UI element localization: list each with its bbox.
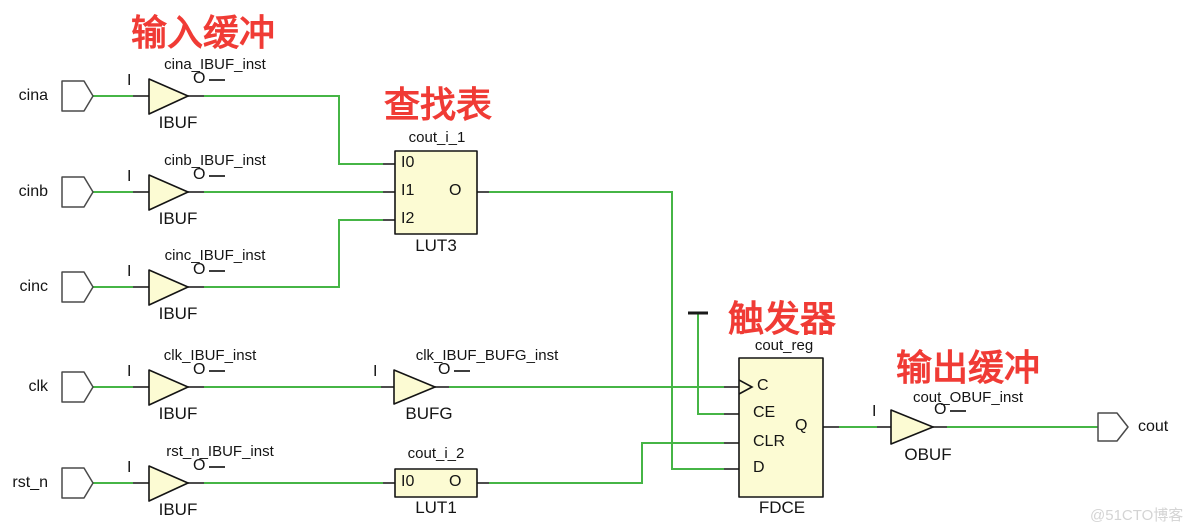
pin-o-leader <box>950 410 966 412</box>
port-shape-cina[interactable] <box>61 80 94 112</box>
type-label-lut1: LUT1 <box>415 498 457 517</box>
fdce-clock-marker <box>738 379 754 395</box>
pin-label-o: O <box>449 473 462 490</box>
port-label-cout: cout <box>1138 418 1169 435</box>
pin-label-o: O <box>449 182 462 199</box>
net-cina-ibuf-to-lut3-i0[interactable] <box>204 95 383 165</box>
pin-label-i: I <box>127 72 132 89</box>
pin-label-i1: I1 <box>401 182 415 199</box>
pin-o-leader <box>209 270 225 272</box>
symbol-ibuf-clk[interactable] <box>148 369 189 406</box>
port-shape-cout[interactable] <box>1097 412 1129 442</box>
type-label-ibuf-clk: IBUF <box>158 404 198 423</box>
symbol-fdce[interactable] <box>738 357 824 498</box>
symbol-lut1[interactable] <box>394 468 478 498</box>
port-shape-cinb[interactable] <box>61 176 94 208</box>
pin-label-i: I <box>872 403 877 420</box>
pin-o-leader <box>454 370 470 372</box>
pin-stubs <box>133 95 947 484</box>
pin-label-ce: CE <box>753 404 776 421</box>
annotation-lookup-table: 查找表 <box>384 84 493 125</box>
pin-label-c: C <box>757 377 769 394</box>
port-label-cinc: cinc <box>19 278 48 295</box>
symbol-bufg[interactable] <box>393 369 436 405</box>
pin-label-o: O <box>934 401 947 418</box>
port-label-cina: cina <box>18 87 48 104</box>
pin-o-leader <box>209 175 225 177</box>
symbol-lut3[interactable] <box>394 150 478 235</box>
type-label-ibuf-rstn: IBUF <box>158 500 198 519</box>
net-const-to-fdce-ce[interactable] <box>697 314 724 415</box>
instance-label-cina-ibuf: cina_IBUF_inst <box>164 56 266 73</box>
port-shape-rstn[interactable] <box>61 467 94 499</box>
symbol-ibuf-cina[interactable] <box>148 78 189 115</box>
pin-label-d: D <box>753 459 765 476</box>
annotation-output-buffer: 输出缓冲 <box>896 347 1041 388</box>
instance-label-bufg: clk_IBUF_BUFG_inst <box>415 347 559 364</box>
pin-o-leader <box>209 370 225 372</box>
port-label-rstn: rst_n <box>12 474 48 491</box>
pin-label-o: O <box>193 361 206 378</box>
pin-label-i: I <box>127 363 132 380</box>
instance-label-rstn-ibuf: rst_n_IBUF_inst <box>166 443 274 460</box>
annotation-input-buffer: 输入缓冲 <box>131 12 276 53</box>
pin-o-leader <box>209 466 225 468</box>
net-lut3-to-fdce-d[interactable] <box>489 191 724 470</box>
port-shape-clk[interactable] <box>61 371 94 403</box>
type-label-fdce: FDCE <box>758 498 806 517</box>
instance-label-lut1: cout_i_2 <box>407 445 465 462</box>
symbol-ibuf-rstn[interactable] <box>148 465 189 502</box>
net-cinc-ibuf-to-lut3-i2[interactable] <box>204 219 383 288</box>
type-label-lut3: LUT3 <box>415 236 457 255</box>
pin-label-i2: I2 <box>401 210 415 227</box>
instance-label-cinb-ibuf: cinb_IBUF_inst <box>164 152 266 169</box>
pin-label-o: O <box>193 261 206 278</box>
pin-label-o: O <box>193 457 206 474</box>
pin-label-clr: CLR <box>753 433 786 450</box>
pin-o-leader <box>209 79 225 81</box>
pin-label-i: I <box>127 168 132 185</box>
type-label-obuf: OBUF <box>904 445 952 464</box>
instance-label-lut3: cout_i_1 <box>408 129 466 146</box>
type-label-ibuf-cinc: IBUF <box>158 304 198 323</box>
pin-label-i: I <box>127 263 132 280</box>
pin-label-i: I <box>127 459 132 476</box>
annotation-flip-flop: 触发器 <box>728 298 837 339</box>
symbol-obuf[interactable] <box>890 409 934 445</box>
symbol-ibuf-cinb[interactable] <box>148 174 189 211</box>
watermark: @51CTO博客 <box>1090 507 1184 524</box>
pin-label-o: O <box>438 361 451 378</box>
pin-label-i0: I0 <box>401 473 415 490</box>
net-lut1-to-fdce-clr[interactable] <box>489 442 724 484</box>
instance-label-fdce: cout_reg <box>754 337 814 354</box>
port-label-clk: clk <box>28 378 48 395</box>
instance-label-cinc-ibuf: cinc_IBUF_inst <box>164 247 266 264</box>
type-label-ibuf-cinb: IBUF <box>158 209 198 228</box>
pin-label-i: I <box>373 363 378 380</box>
port-shape-cinc[interactable] <box>61 271 94 303</box>
symbol-ibuf-cinc[interactable] <box>148 269 189 306</box>
instance-label-obuf: cout_OBUF_inst <box>912 389 1024 406</box>
port-label-cinb: cinb <box>18 183 48 200</box>
pin-label-o: O <box>193 166 206 183</box>
type-label-bufg: BUFG <box>405 404 453 423</box>
type-label-ibuf-cina: IBUF <box>158 113 198 132</box>
pin-label-o: O <box>193 70 206 87</box>
instance-label-clk-ibuf: clk_IBUF_inst <box>163 347 257 364</box>
pin-label-q: Q <box>795 417 808 434</box>
pin-label-i0: I0 <box>401 154 415 171</box>
